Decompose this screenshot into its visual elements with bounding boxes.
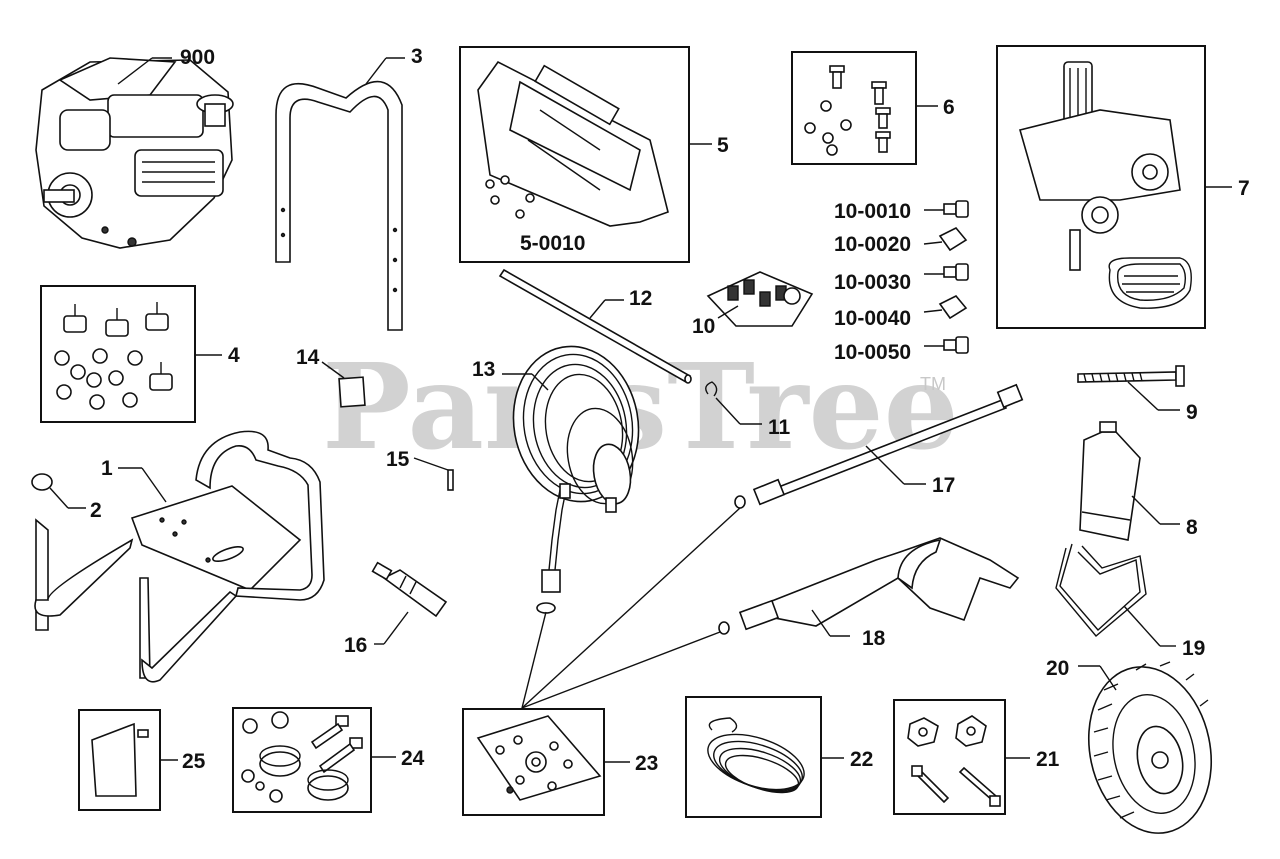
nozzle-tip-10-0020[interactable]	[938, 227, 968, 252]
part-25-decal[interactable]	[91, 722, 149, 797]
part-2-cap[interactable]	[31, 473, 53, 491]
callout-13: 13	[472, 358, 495, 381]
leader-oring-13	[521, 611, 547, 709]
part-23-kit[interactable]	[476, 715, 602, 801]
leader-14	[321, 361, 345, 379]
part-8-bottle[interactable]	[1079, 421, 1141, 541]
leader-2	[49, 487, 69, 509]
part-19-hanger[interactable]	[1055, 543, 1147, 637]
callout-5: 5	[717, 134, 729, 157]
leader-19	[1123, 605, 1161, 647]
leader-13b	[531, 373, 549, 391]
part-5-tool-tray[interactable]	[477, 60, 669, 227]
nozzle-tip-10-0040[interactable]	[938, 295, 968, 320]
leader-8	[1131, 495, 1161, 525]
part-7-pump[interactable]	[1019, 61, 1192, 309]
part-1-frame[interactable]	[34, 430, 325, 683]
part-17-wand[interactable]	[734, 383, 1024, 509]
leader-16	[383, 611, 409, 645]
callout-10-0040: 10-0040	[834, 307, 911, 330]
part-6-box[interactable]	[791, 51, 917, 165]
callout-12: 12	[629, 287, 652, 310]
part-13-hose[interactable]	[501, 336, 650, 614]
callout-15: 15	[386, 448, 410, 471]
leader-15	[413, 457, 449, 471]
callout-900: 900	[180, 46, 215, 69]
leader-900	[117, 57, 153, 85]
callout-25: 25	[182, 750, 206, 773]
part-10-nozzle-set[interactable]	[706, 271, 814, 327]
part-3-handle[interactable]	[275, 80, 403, 331]
callout-19: 19	[1182, 637, 1205, 660]
callout-6: 6	[943, 96, 955, 119]
callout-7: 7	[1238, 177, 1250, 200]
callout-24: 24	[401, 747, 425, 770]
watermark-text: PartsTree	[322, 337, 959, 476]
part-12-axle[interactable]	[498, 268, 692, 384]
leader-oring-17	[521, 507, 741, 709]
nozzle-tip-10-0010[interactable]	[943, 200, 969, 218]
part-18-spray-gun[interactable]	[718, 537, 1020, 635]
callout-1: 1	[101, 457, 113, 480]
part-900-engine[interactable]	[35, 57, 234, 249]
callout-18: 18	[862, 627, 886, 650]
part-20-wheel[interactable]	[1074, 655, 1226, 844]
part-6-bolts-washers[interactable]	[804, 65, 891, 156]
leader-10-0040	[923, 309, 943, 313]
callout-20: 20	[1046, 657, 1069, 680]
callout-3: 3	[411, 45, 423, 68]
callout-11: 11	[768, 416, 791, 439]
nozzle-tip-10-0050[interactable]	[943, 336, 969, 354]
leader-17	[865, 445, 905, 485]
part-24-hardware[interactable]	[241, 711, 363, 803]
nozzle-tip-10-0030[interactable]	[943, 263, 969, 281]
callout-2: 2	[90, 499, 102, 522]
callout-14: 14	[296, 346, 320, 369]
watermark-tm: TM	[920, 374, 946, 394]
part-21-knobs-bolts[interactable]	[907, 715, 1001, 807]
callout-16: 16	[344, 634, 367, 657]
callout-23: 23	[635, 752, 658, 775]
leader-10	[717, 305, 739, 319]
callout-10: 10	[692, 315, 715, 338]
callout-21: 21	[1036, 748, 1060, 771]
leader-18	[811, 609, 831, 637]
leader-oring-18	[521, 631, 721, 709]
part-9-bolt[interactable]	[1077, 365, 1185, 387]
leader-12	[589, 299, 606, 319]
callout-10-0010: 10-0010	[834, 200, 911, 223]
part-11-clip[interactable]	[705, 381, 718, 397]
part-15-pin[interactable]	[447, 469, 454, 491]
part-22-hose[interactable]	[701, 717, 811, 800]
leader-10-0020	[923, 241, 943, 245]
part-4-isolators-nuts[interactable]	[54, 302, 173, 410]
leader-1b	[141, 467, 167, 503]
callout-4: 4	[228, 344, 240, 367]
callout-9: 9	[1186, 401, 1198, 424]
part-16-turbo-nozzle[interactable]	[371, 561, 448, 618]
callout-22: 22	[850, 748, 873, 771]
leader-9	[1127, 381, 1159, 411]
callout-10-0030: 10-0030	[834, 271, 911, 294]
callout-10-0020: 10-0020	[834, 233, 911, 256]
leader-3	[365, 57, 387, 85]
callout-10-0050: 10-0050	[834, 341, 911, 364]
callout-8: 8	[1186, 516, 1198, 539]
part-14-label[interactable]	[338, 376, 366, 408]
callout-17: 17	[932, 474, 955, 497]
leader-11	[715, 397, 741, 425]
leader-20b	[1099, 665, 1117, 691]
callout-5-0010: 5-0010	[520, 232, 585, 255]
